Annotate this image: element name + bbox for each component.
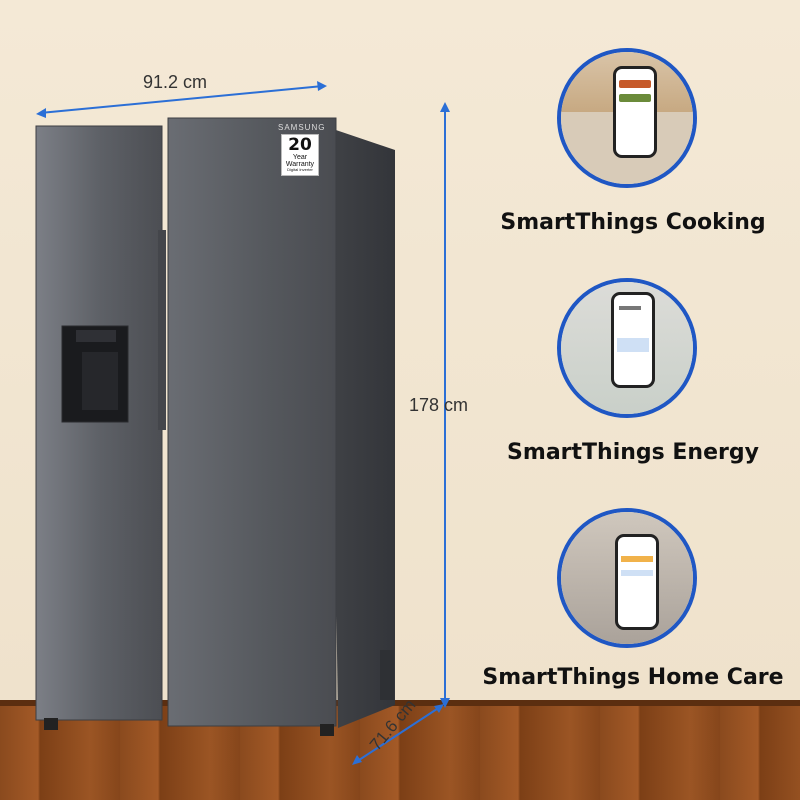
fridge-foot: [44, 718, 58, 730]
fridge-left-door: [35, 125, 163, 721]
vent-grille: [380, 650, 394, 700]
fridge-side-panel: [330, 128, 395, 728]
feature-label-cooking: SmartThings Cooking: [500, 210, 766, 235]
smartthings-home-care-image: [557, 508, 697, 648]
width-label: 91.2 cm: [143, 72, 208, 92]
badge-line3: Digital Inverter: [287, 167, 313, 172]
feature-label-energy: SmartThings Energy: [507, 440, 759, 465]
badge-years: 20: [288, 135, 312, 155]
smartthings-energy-image: [557, 278, 697, 418]
badge-line1: Year: [292, 154, 308, 161]
fridge-foot: [320, 724, 334, 736]
height-dimension-line: [440, 102, 450, 708]
water-dispenser: [61, 325, 129, 423]
smartthings-cooking-image: [557, 48, 697, 188]
warranty-badge: 20 Year Warranty Digital Inverter: [281, 134, 319, 176]
depth-dimension-line: [352, 704, 444, 765]
width-dimension-line: [36, 81, 327, 118]
brand-logo: SAMSUNG: [278, 123, 326, 132]
badge-line2: Warranty: [285, 161, 315, 168]
feature-label-home-care: SmartThings Home Care: [482, 665, 784, 690]
height-label: 178 cm: [409, 395, 469, 415]
fridge-right-door: [167, 117, 337, 727]
